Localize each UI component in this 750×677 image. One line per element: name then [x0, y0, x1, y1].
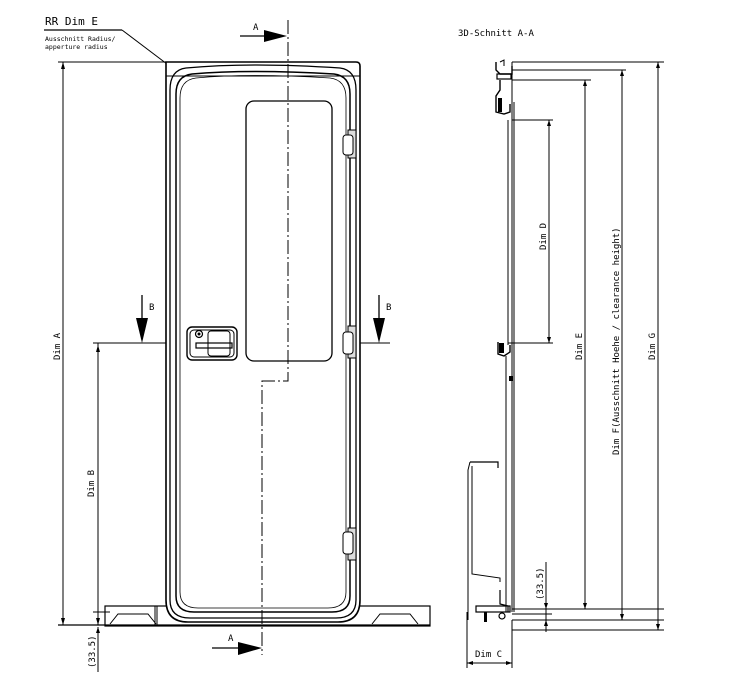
- dim-b-label: Dim B: [87, 470, 97, 497]
- hinge-top: [342, 129, 357, 159]
- door-lock-handle: [186, 326, 238, 361]
- corner-radius-note-1: Ausschnitt Radius/: [45, 35, 116, 43]
- dim-a-label: Dim A: [53, 332, 63, 360]
- dim-c-label: Dim C: [475, 650, 502, 660]
- corner-radius-note-2: apperture radius: [45, 43, 108, 51]
- section-marker-a-bottom: A: [228, 634, 234, 644]
- dim-g-label: Dim G: [648, 333, 658, 360]
- hinge-middle: [342, 325, 357, 359]
- dim-e-label: Dim E: [575, 333, 585, 360]
- dim-offset-label: (33.5): [88, 635, 98, 668]
- front-view: RR Dim E Ausschnitt Radius/ apperture ra…: [44, 15, 431, 672]
- section-marker-b-left: B: [149, 303, 154, 313]
- hinge-bottom: [342, 527, 357, 561]
- section-view: 3D-Schnitt A-A: [458, 29, 664, 668]
- dim-d-label: Dim D: [539, 223, 549, 250]
- dim-offset-section-label: (33.5): [536, 567, 546, 600]
- dim-f-label: Dim F(Ausschnitt Hoehe / clearance heigh…: [612, 227, 622, 455]
- section-view-title: 3D-Schnitt A-A: [458, 29, 534, 39]
- section-marker-a-top: A: [253, 23, 259, 33]
- corner-radius-label: RR Dim E: [45, 15, 98, 28]
- section-marker-b-right: B: [386, 303, 391, 313]
